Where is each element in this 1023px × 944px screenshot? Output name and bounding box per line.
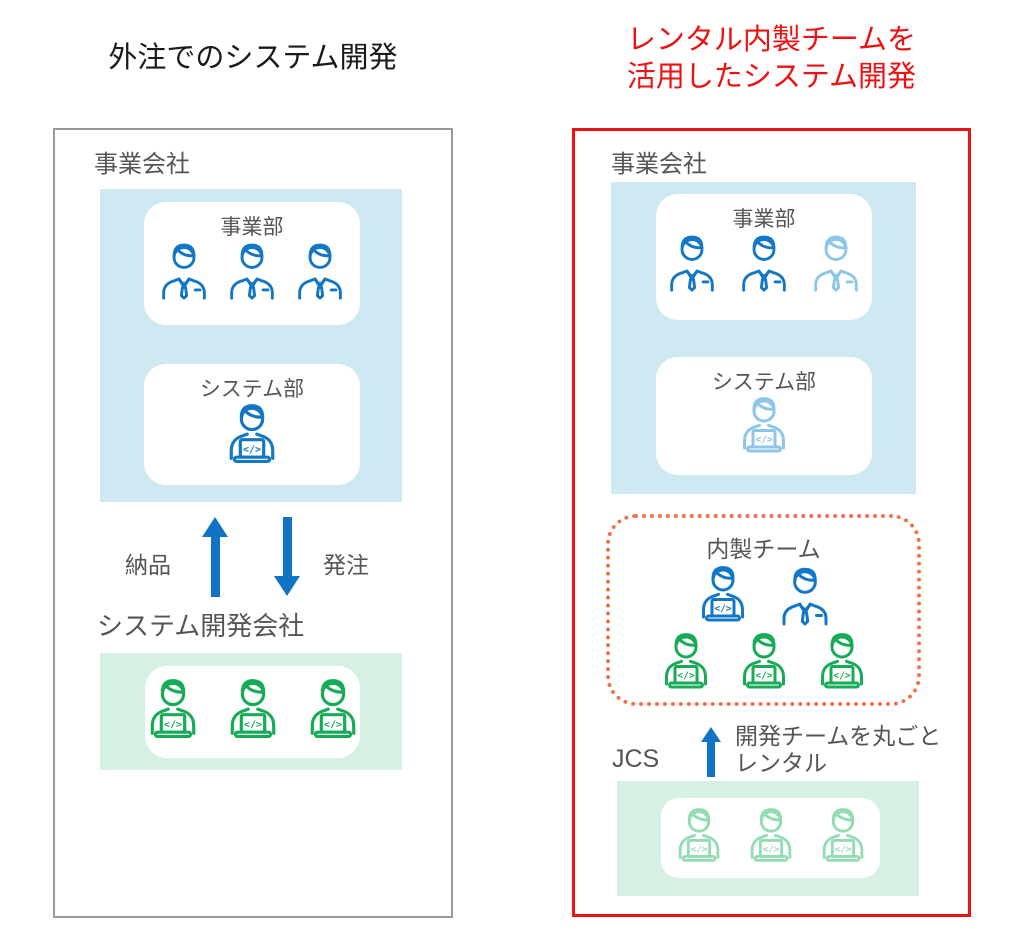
- businessman-icon: [289, 241, 351, 303]
- rental-arrow-stem: [707, 741, 715, 777]
- jcs-zone: [617, 781, 919, 896]
- developer-icon: [810, 632, 874, 696]
- businessman-icon: [153, 241, 215, 303]
- left-panel-title: 外注でのシステム開発: [108, 42, 398, 74]
- developer-icon: [732, 632, 796, 696]
- businessman-icon: [733, 233, 795, 295]
- right-rental-box: 事業会社 事業部 システム部 内製チーム JCS 開発チームを丸ごと レンタル: [572, 128, 971, 917]
- right-business-dept-box: 事業部: [656, 194, 872, 320]
- right-panel-title-line2: 活用したシステム開発: [626, 61, 917, 93]
- jcs-label: JCS: [612, 745, 660, 773]
- dev-company-zone: [100, 653, 402, 770]
- rental-arrow-icon: [701, 727, 721, 742]
- deliver-arrow-stem: [211, 535, 220, 597]
- left-outsourcing-box: 事業会社 事業部 システム部 納品 発注 システム開発会社: [53, 128, 453, 918]
- right-system-members: [732, 396, 796, 460]
- developer-icon: [219, 678, 287, 746]
- developer-icon: [668, 807, 730, 869]
- right-company-label: 事業会社: [611, 151, 707, 178]
- left-company-zone: 事業部 システム部: [100, 189, 402, 502]
- right-business-members: [661, 233, 867, 295]
- businessman-icon: [805, 233, 867, 295]
- left-system-dept-box: システム部: [144, 364, 360, 485]
- deliver-label: 納品: [125, 552, 171, 578]
- dev-company-box: [145, 666, 360, 758]
- right-system-dept-box: システム部: [656, 357, 872, 475]
- developer-icon: [218, 403, 286, 471]
- jcs-team-members: [668, 807, 874, 869]
- right-panel-title: レンタル内製チームを 活用したシステム開発: [572, 22, 971, 96]
- left-business-dept-box: 事業部: [144, 202, 360, 325]
- rental-label-line2: レンタル: [735, 750, 827, 776]
- rental-label-line1: 開発チームを丸ごと: [735, 723, 942, 749]
- dev-company-members: [139, 678, 367, 746]
- order-label: 発注: [323, 552, 369, 578]
- right-system-dept-label: システム部: [711, 371, 817, 394]
- right-panel-title-line1: レンタル内製チームを: [626, 24, 917, 56]
- left-system-dept-label: システム部: [199, 378, 305, 401]
- inhouse-team-label: 内製チーム: [706, 536, 821, 562]
- businessman-icon: [773, 565, 837, 629]
- left-business-dept-label: 事業部: [220, 216, 284, 239]
- developer-icon: [654, 632, 718, 696]
- rental-label: 開発チームを丸ごと レンタル: [735, 723, 941, 777]
- inhouse-team-row2: [654, 632, 874, 696]
- inhouse-team-box: 内製チーム: [606, 514, 921, 706]
- jcs-team-box: [661, 798, 880, 878]
- developer-icon: [812, 807, 874, 869]
- left-business-members: [153, 241, 351, 303]
- inhouse-team-row1: [691, 565, 837, 629]
- businessman-icon: [661, 233, 723, 295]
- deliver-arrow-icon: [202, 517, 228, 537]
- right-business-dept-label: 事業部: [732, 208, 796, 231]
- developer-icon: [299, 678, 367, 746]
- developer-icon: [139, 678, 207, 746]
- developer-icon: [691, 565, 755, 629]
- left-system-members: [218, 403, 286, 471]
- order-arrow-stem: [283, 517, 292, 577]
- businessman-icon: [221, 241, 283, 303]
- left-company-label: 事業会社: [94, 151, 190, 178]
- order-arrow-icon: [274, 576, 300, 596]
- developer-icon: [732, 396, 796, 460]
- right-company-zone: 事業部 システム部: [611, 182, 916, 494]
- developer-icon: [740, 807, 802, 869]
- dev-company-label: システム開発会社: [97, 611, 305, 641]
